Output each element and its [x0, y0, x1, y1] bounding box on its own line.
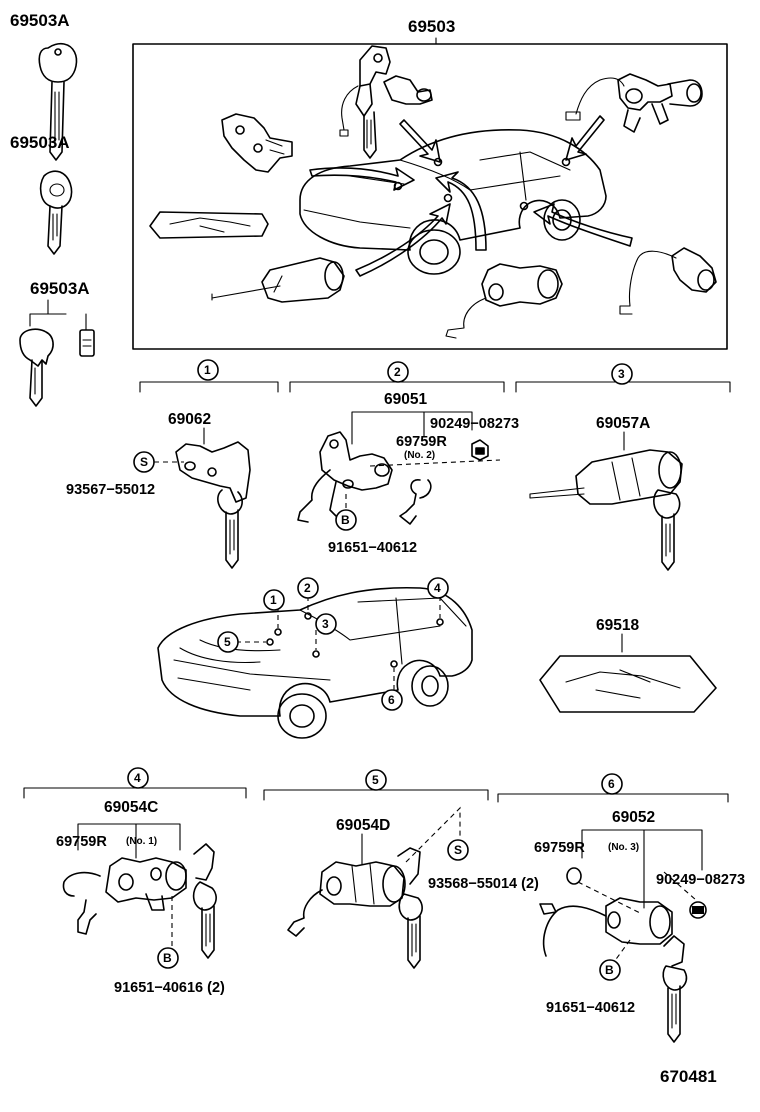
hood-lock-2-icon	[297, 431, 432, 525]
card-icon	[539, 655, 717, 713]
section-6-label-1: 69759R	[534, 840, 585, 856]
box-hood-lock-icon	[339, 45, 433, 159]
section-3-marker: 3	[611, 363, 633, 385]
door-cylinder-6-icon	[539, 867, 688, 1043]
section-4-bracket	[23, 787, 247, 799]
svg-text:6: 6	[388, 693, 395, 707]
section-5-title: 69054D	[336, 817, 390, 834]
section-4-label-2: (No. 1)	[126, 836, 157, 847]
box-label: 69503	[408, 17, 455, 36]
section-6-nut-icon	[689, 901, 707, 919]
circle-s-5: S	[447, 839, 469, 861]
box-car-illustration	[299, 128, 607, 275]
key-1-label: 69503A	[10, 11, 70, 30]
svg-text:B: B	[605, 963, 614, 977]
car-marker-5: 5	[217, 631, 239, 653]
hood-lock-icon	[175, 441, 251, 569]
section-6-dash	[577, 871, 697, 915]
svg-text:3: 3	[618, 367, 625, 381]
svg-text:6: 6	[608, 777, 615, 791]
svg-text:2: 2	[304, 581, 311, 595]
svg-text:S: S	[454, 843, 462, 857]
section-4-marker: 4	[127, 767, 149, 789]
section-5-label-1: 93568−55014 (2)	[428, 876, 539, 892]
section-6-bracket	[497, 793, 729, 803]
circle-s-1: S	[133, 451, 155, 473]
section-1-title: 69062	[168, 411, 211, 428]
card-label: 69518	[596, 617, 639, 634]
section-1-part-label: 93567−55012	[66, 482, 155, 498]
section-2-label-3: (No. 2)	[404, 450, 435, 461]
svg-text:2: 2	[394, 365, 401, 379]
car-illustration	[157, 586, 473, 739]
svg-text:5: 5	[372, 773, 379, 787]
section-6-title: 69052	[612, 809, 655, 826]
box-arrows	[309, 115, 633, 277]
section-6-marker: 6	[601, 773, 623, 795]
car-marker-2: 2	[297, 577, 319, 599]
circle-b-2: B	[335, 509, 357, 531]
figure-id: 670481	[660, 1067, 717, 1086]
car-marker-3: 3	[315, 613, 337, 635]
section-2-dash	[369, 459, 501, 467]
section-4-title-leader	[77, 823, 181, 859]
svg-text:B: B	[341, 513, 350, 527]
section-6-label-3: 90249−08273	[656, 872, 745, 888]
section-1-bracket	[139, 381, 279, 393]
section-2-label-4: 91651−40612	[328, 540, 417, 556]
box-door-cylinder-icon	[445, 263, 563, 339]
door-cylinder-5-icon	[287, 847, 423, 969]
svg-text:S: S	[140, 455, 148, 469]
car-marker-4: 4	[427, 577, 449, 599]
svg-text:B: B	[163, 951, 172, 965]
box-card-icon	[149, 211, 269, 239]
section-3-title: 69057A	[596, 415, 650, 432]
box-trunk-lock-icon	[565, 73, 703, 133]
key-3-leader	[29, 299, 87, 331]
box-door-cylinder-right-icon	[619, 247, 717, 315]
svg-text:3: 3	[322, 617, 329, 631]
key-2-icon	[39, 170, 73, 255]
circle-b-6-leader	[613, 939, 631, 963]
section-4-title: 69054C	[104, 799, 158, 816]
svg-text:4: 4	[434, 581, 441, 595]
box-glove-cylinder-icon	[211, 257, 345, 303]
section-5-bracket	[263, 789, 489, 801]
key-1-icon	[38, 42, 78, 161]
section-6-label-2: (No. 3)	[608, 842, 639, 853]
box-bracket-icon	[221, 113, 293, 173]
section-5-marker: 5	[365, 769, 387, 791]
circle-s-5-leader	[405, 806, 461, 863]
section-6-title-leader	[581, 829, 703, 909]
svg-text:5: 5	[224, 635, 231, 649]
door-cylinder-4-icon	[62, 843, 217, 959]
section-2-label-1: 90249−08273	[430, 416, 519, 432]
key-3-label: 69503A	[30, 279, 90, 298]
section-2-title: 69051	[384, 391, 427, 408]
section-2-marker: 2	[387, 361, 409, 383]
section-4-label-1: 69759R	[56, 834, 107, 850]
section-4-label-3: 91651−40616 (2)	[114, 980, 225, 996]
section-2-nut-icon	[471, 439, 489, 461]
svg-text:4: 4	[134, 771, 141, 785]
circle-b-4: B	[157, 947, 179, 969]
section-2-label-2: 69759R	[396, 434, 447, 450]
car-marker-1: 1	[263, 589, 285, 611]
key-2-label: 69503A	[10, 133, 70, 152]
car-marker-6: 6	[381, 689, 403, 711]
section-1-marker: 1	[197, 359, 219, 381]
section-2-title-leader	[351, 411, 473, 445]
section-6-label-4: 91651−40612	[546, 1000, 635, 1016]
glove-cylinder-icon	[529, 449, 683, 571]
key-3-icon	[19, 328, 95, 407]
svg-text:1: 1	[270, 593, 277, 607]
circle-b-6: B	[599, 959, 621, 981]
assembly-box	[132, 43, 728, 350]
svg-text:1: 1	[204, 363, 211, 377]
